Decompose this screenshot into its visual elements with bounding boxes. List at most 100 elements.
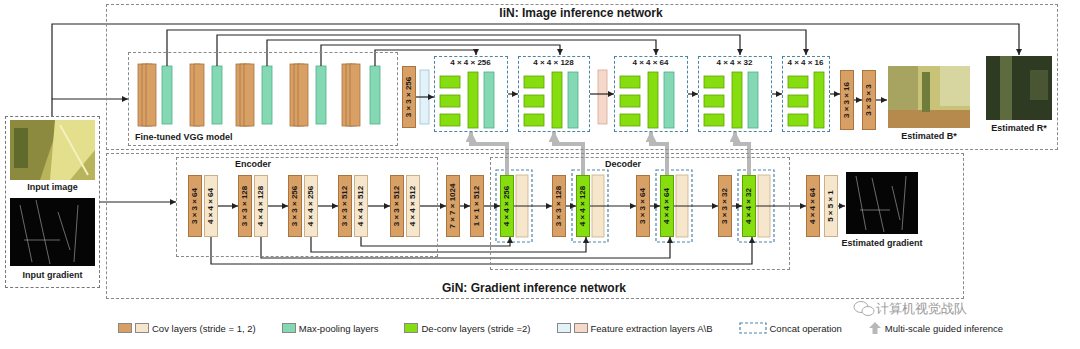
layer-size: 7 × 7 × 1024 bbox=[449, 184, 457, 229]
connector-arrow bbox=[268, 205, 288, 206]
layer-size: 4 × 4 × 512 bbox=[409, 186, 417, 226]
conv-layer: 3 × 3 × 64 bbox=[636, 175, 650, 237]
decoder-block-layers bbox=[620, 114, 640, 126]
decoder-block-layers bbox=[788, 114, 808, 126]
layer-size: 3 × 3 × 256 bbox=[291, 186, 299, 226]
connector-arrow bbox=[211, 237, 752, 264]
output-image bbox=[888, 66, 970, 128]
connector-arrow bbox=[830, 93, 840, 94]
input-photo bbox=[10, 120, 95, 180]
legend-swatch bbox=[574, 324, 587, 333]
group-box: Fine-tuned VGG model bbox=[128, 52, 398, 146]
conv-layer: 3 × 3 × 128 bbox=[552, 175, 566, 237]
connector-arrow bbox=[514, 205, 552, 206]
feature-layer-b bbox=[598, 70, 607, 124]
output-image bbox=[1030, 70, 1048, 100]
concat-block: 4 × 4 × 256 bbox=[434, 56, 508, 132]
watermark-icon bbox=[854, 302, 874, 316]
legend-text: Max-pooling layers bbox=[299, 323, 379, 334]
concat-block: 4 × 4 × 16 bbox=[782, 56, 830, 132]
feature-layer-b bbox=[516, 175, 770, 237]
decoder-pool-layers bbox=[568, 72, 578, 128]
decoder-block-layers bbox=[620, 76, 640, 88]
conv-layer: 4 × 4 × 512 bbox=[354, 175, 368, 237]
layer-size: 3 × 3 × 64 bbox=[191, 188, 199, 224]
legend-item: Multi-scale guided inference bbox=[868, 321, 1003, 335]
conv-layer: 3 × 3 × 32 bbox=[718, 175, 732, 237]
decoder-block-layers bbox=[704, 76, 724, 88]
conv-layer: 4 × 4 × 512 bbox=[406, 175, 420, 237]
legend-swatch bbox=[404, 323, 418, 333]
watermark-icon bbox=[862, 307, 874, 316]
input-photo bbox=[14, 128, 28, 168]
deconv-layer: 4 × 4 × 64 bbox=[660, 175, 674, 237]
conv-layer: 3 × 3 × 64 bbox=[188, 175, 202, 237]
input-photo bbox=[10, 120, 95, 180]
legend-item: Cov layers (stride = 1, 2) bbox=[118, 323, 256, 334]
network-title: IiN: Image inference network bbox=[107, 6, 1055, 20]
concat-block: 4 × 4 × 128 bbox=[518, 56, 590, 132]
connector-arrow bbox=[416, 96, 434, 97]
vgg-conv-layers bbox=[138, 64, 360, 126]
layer-size: 4 × 4 × 256 bbox=[307, 186, 315, 226]
vgg-conv-layers bbox=[194, 64, 204, 126]
image-caption: Estimated gradient bbox=[832, 238, 932, 249]
watermark: 计算机视觉战队 bbox=[876, 301, 967, 317]
connector-arrow bbox=[100, 201, 176, 202]
input-gradient-map bbox=[10, 198, 95, 266]
conv-layer: 4 × 4 × 64 bbox=[806, 175, 820, 237]
layer-size: 4 × 4 × 64 bbox=[207, 188, 215, 224]
legend-swatch bbox=[557, 323, 571, 333]
deconv-layer: 4 × 4 × 128 bbox=[576, 175, 590, 237]
deconv-layer: 4 × 4 × 256 bbox=[500, 175, 514, 237]
decoder-block-layers bbox=[732, 72, 742, 128]
conv-layer: 4 × 4 × 256 bbox=[304, 175, 318, 237]
legend-swatch bbox=[574, 323, 588, 333]
connector-arrow bbox=[772, 93, 782, 94]
gradient-map bbox=[846, 172, 918, 234]
input-gradient-map bbox=[20, 200, 78, 264]
deconv-layer: 4 × 4 × 32 bbox=[742, 175, 756, 237]
decoder-block-layers bbox=[440, 114, 460, 126]
concat-outline bbox=[496, 170, 774, 242]
feature-layer-b bbox=[598, 70, 607, 124]
legend-item: Max-pooling layers bbox=[282, 323, 379, 334]
legend-text: Feature extraction layers A\B bbox=[591, 323, 713, 334]
layer-size: 1 × 1 × 512 bbox=[473, 186, 481, 226]
image-caption: Estimated R* bbox=[972, 123, 1066, 134]
layer-size: 3 × 3 × 128 bbox=[555, 186, 563, 226]
group-heading: Decoder bbox=[605, 159, 675, 170]
decoder-pool-layers bbox=[484, 72, 494, 128]
legend-swatch bbox=[869, 322, 881, 334]
layer-size: 4 × 4 × 32 bbox=[745, 188, 753, 224]
layer-size: 3 × 3 × 64 bbox=[639, 188, 647, 224]
vgg-conv-layers bbox=[350, 64, 360, 126]
legend-swatch bbox=[118, 323, 132, 333]
conv-layer: 3 × 3 × 3 bbox=[862, 70, 876, 130]
legend: Cov layers (stride = 1, 2) Max-pooling l… bbox=[118, 321, 1003, 335]
decoder-block-layers bbox=[814, 72, 824, 128]
vgg-conv-layers bbox=[298, 64, 308, 126]
layer-size: 3 × 3 × 16 bbox=[843, 82, 851, 118]
connector-arrow bbox=[688, 93, 698, 94]
conv-layer: 7 × 7 × 1024 bbox=[446, 175, 460, 237]
legend-swatch bbox=[868, 321, 882, 335]
decoder-pool-layers bbox=[664, 72, 674, 128]
max-pooling-layers bbox=[162, 66, 380, 124]
skip-connection bbox=[876, 99, 887, 100]
decoder-block-layers bbox=[704, 114, 724, 126]
vgg-conv-layers bbox=[244, 64, 254, 126]
layer-size: 4 × 4 × 64 bbox=[663, 188, 671, 224]
layer-size: 3 × 3 × 32 bbox=[721, 188, 729, 224]
connector-arrow bbox=[674, 205, 718, 206]
legend-text: Cov layers (stride = 1, 2) bbox=[152, 323, 256, 334]
legend-text: Concat operation bbox=[770, 323, 842, 334]
connector-arrow bbox=[590, 205, 636, 206]
decoder-block-layers bbox=[524, 76, 544, 88]
legend-swatch bbox=[136, 324, 149, 333]
network-panel: 3 × 3 × 64 4 × 4 × 64 3 × 3 × 128 4 × 4 × 1… bbox=[106, 153, 964, 299]
conv-layer: 3 × 3 × 128 bbox=[238, 175, 252, 237]
layer-size: 4 × 4 × 32 bbox=[699, 58, 770, 68]
connector-arrow bbox=[854, 99, 862, 100]
